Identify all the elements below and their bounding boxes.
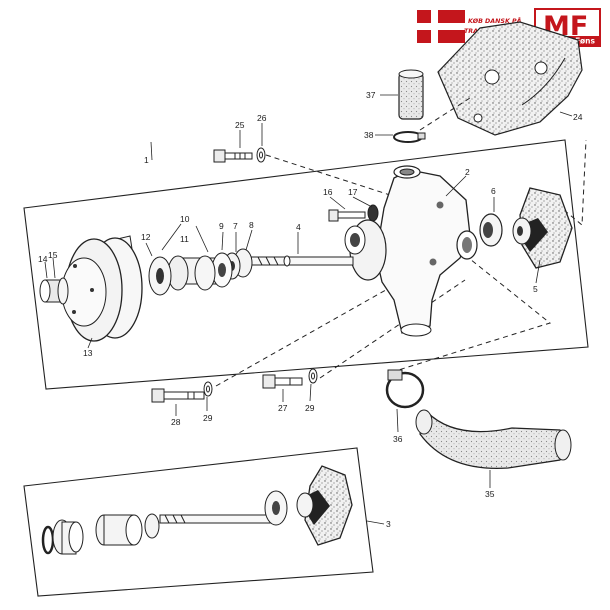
label-part-26: 26 xyxy=(257,113,267,123)
label-part-11: 11 xyxy=(180,234,189,244)
bolt-part-16 xyxy=(328,204,379,222)
label-part-37: 37 xyxy=(366,90,376,100)
hose-clip-part xyxy=(393,131,426,143)
label-part-29a: 29 xyxy=(203,413,213,423)
bolt-part-28 xyxy=(151,388,205,403)
label-part-28: 28 xyxy=(171,417,181,427)
label-part-27: 27 xyxy=(278,403,288,413)
label-part-14: 14 xyxy=(38,254,48,264)
label-part-5: 5 xyxy=(533,284,538,294)
label-part-16: 16 xyxy=(323,187,333,197)
washer-part-29b xyxy=(308,368,318,384)
label-part-8: 8 xyxy=(249,220,254,230)
main-assembly-frame xyxy=(23,139,589,390)
brand-tagline-1: KØB DANSK PÅ xyxy=(468,16,522,25)
label-part-3: 3 xyxy=(386,519,391,529)
main-shaft-part-4 xyxy=(247,255,354,267)
label-part-25: 25 xyxy=(235,120,245,130)
gasket-part xyxy=(437,21,583,136)
nut-part-14-15 xyxy=(39,277,69,305)
label-part-15: 15 xyxy=(48,250,58,260)
label-part-4: 4 xyxy=(296,222,301,232)
label-part-35: 35 xyxy=(485,489,495,499)
label-part-9: 9 xyxy=(219,221,224,231)
alt-assembly-frame xyxy=(23,447,374,597)
pulley-part-13 xyxy=(61,235,143,342)
washer-part-29a xyxy=(203,381,213,397)
hose-clamp-part-36 xyxy=(385,369,425,409)
alt-assembly-parts xyxy=(41,465,353,555)
assembly-guide-lines xyxy=(215,97,587,387)
washer-part-26 xyxy=(256,147,266,163)
label-part-6: 6 xyxy=(491,186,496,196)
label-part-12: 12 xyxy=(141,232,151,242)
label-part-17: 17 xyxy=(348,187,358,197)
label-part-29b: 29 xyxy=(305,403,315,413)
hose-part-35 xyxy=(415,409,572,470)
label-part-13: 13 xyxy=(83,348,93,358)
bolt-part-27 xyxy=(262,374,303,389)
pump-housing-part xyxy=(344,165,478,337)
bolt-part-25 xyxy=(213,149,253,163)
label-part-2: 2 xyxy=(465,167,470,177)
part-number-labels: 1 2 3 4 5 6 7 8 9 10 11 12 13 14 15 16 1… xyxy=(38,90,583,529)
label-part-36: 36 xyxy=(393,434,403,444)
label-part-10: 10 xyxy=(180,214,190,224)
label-part-24: 24 xyxy=(573,112,583,122)
label-part-38: 38 xyxy=(364,130,374,140)
bearing-part-9-11 xyxy=(148,252,233,296)
label-part-1: 1 xyxy=(144,155,149,165)
seal-part-6 xyxy=(479,213,503,247)
label-part-7: 7 xyxy=(233,221,238,231)
impeller-part-5 xyxy=(512,187,573,269)
danish-flag-icon xyxy=(417,10,465,43)
hose-sleeve-part xyxy=(398,69,424,120)
